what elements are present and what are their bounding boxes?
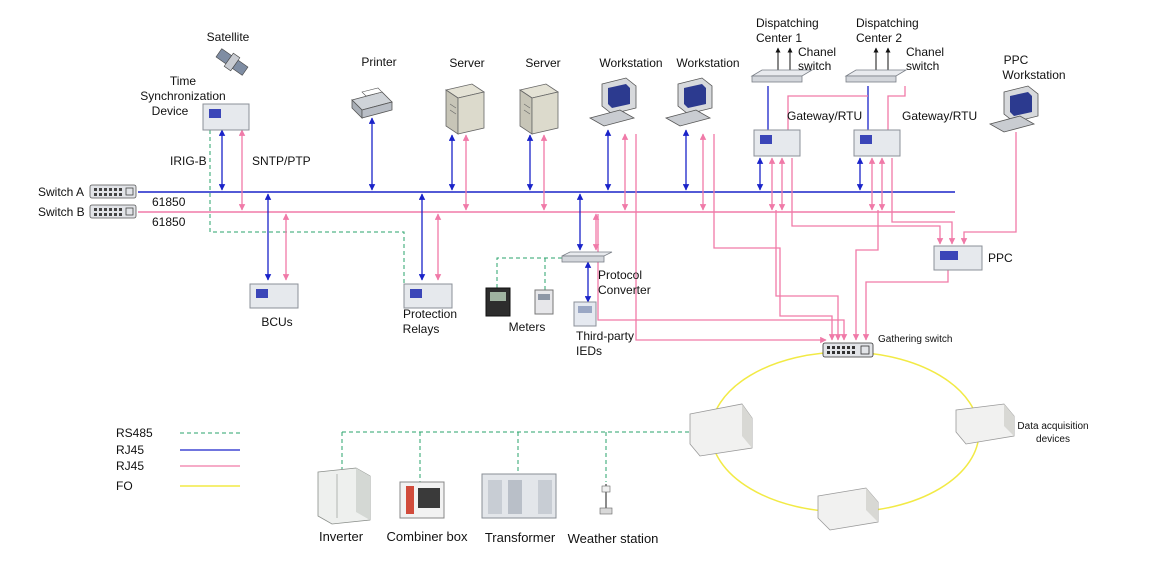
net-a-label: 61850 xyxy=(152,195,186,209)
data-acq-label-2: devices xyxy=(1036,434,1070,445)
protocol-label-2: Converter xyxy=(598,283,651,297)
meter2-icon xyxy=(534,289,554,315)
ppc-ws-label-2: Workstation xyxy=(1002,68,1066,82)
switch-b-icon xyxy=(89,204,137,219)
link-bus-gather xyxy=(597,214,848,341)
rj45-b-links xyxy=(238,86,1017,344)
ppc-workstation-icon xyxy=(988,85,1039,133)
link-gw2-dispatch1 xyxy=(887,86,906,130)
chanel1-label-1: Chanel xyxy=(798,45,837,59)
protection-relay-icon xyxy=(403,283,453,309)
legend xyxy=(180,432,240,487)
dispatch2-label-2: Center 2 xyxy=(856,31,903,45)
gathering-switch-icon xyxy=(822,342,874,358)
third-party-ied-icon xyxy=(573,301,597,327)
weather-station-icon xyxy=(599,484,613,515)
chanel1-label-2: switch xyxy=(798,59,832,73)
legend-rj45-blue-label: RJ45 xyxy=(116,443,145,457)
switch-a-icon xyxy=(89,184,137,199)
switch-a-label: Switch A xyxy=(38,185,85,199)
third-party-label-1: Third-party xyxy=(576,329,635,343)
legend-rs485-label: RS485 xyxy=(116,426,153,440)
chanel-switch1-icon xyxy=(750,69,814,83)
time-sync-label-2: Synchronization xyxy=(140,89,226,103)
rs485-meters-link xyxy=(496,257,562,288)
net-b-label: 61850 xyxy=(152,215,186,229)
satellite-label: Satellite xyxy=(206,30,250,44)
server1-label: Server xyxy=(449,56,485,70)
chanel-switch2-icon xyxy=(844,69,908,83)
protection-label-1: Protection xyxy=(402,307,458,321)
bcus-label: BCUs xyxy=(261,315,293,329)
inverter-icon xyxy=(317,467,371,525)
server1-icon xyxy=(445,83,485,135)
ppc-icon xyxy=(933,245,983,271)
gateway2-label: Gateway/RTU xyxy=(902,109,978,123)
workstation1-icon xyxy=(588,77,637,127)
meters-label: Meters xyxy=(508,320,546,334)
rs485-timesync-to-relays xyxy=(209,130,405,290)
workstation2-icon xyxy=(664,77,713,127)
server2-label: Server xyxy=(525,56,561,70)
dispatch2-label-1: Dispatching xyxy=(856,16,919,30)
protection-label-2: Relays xyxy=(402,322,440,336)
link-ppcws-ppc xyxy=(960,132,1017,245)
ppc-label: PPC xyxy=(988,251,1013,265)
protocol-label-1: Protocol xyxy=(598,268,643,282)
third-party-label-2: IEDs xyxy=(576,344,603,358)
dispatch1-label-1: Dispatching xyxy=(756,16,819,30)
rj45-a-links xyxy=(218,86,869,303)
chanel2-label-2: switch xyxy=(906,59,940,73)
inverter-label: Inverter xyxy=(318,529,364,544)
meter1-icon xyxy=(485,287,511,317)
data-acquisition-device2-icon xyxy=(955,403,1015,445)
time-sync-device-icon xyxy=(202,103,250,131)
link-gw1-ppc xyxy=(791,158,944,245)
printer-label: Printer xyxy=(361,55,397,69)
gateway1-icon xyxy=(753,129,801,157)
server2-icon xyxy=(519,83,559,135)
link-gw1-gather xyxy=(775,210,842,341)
data-acquisition-device1-icon xyxy=(689,403,753,457)
link-gw2-ppc xyxy=(891,158,956,245)
protocol-converter-icon xyxy=(561,251,613,263)
rs485-links xyxy=(209,130,695,482)
weather-label: Weather station xyxy=(567,531,659,546)
satellite-icon xyxy=(215,48,249,76)
bcu-icon xyxy=(249,283,299,309)
link-ws1-gather xyxy=(635,134,827,344)
link-ppc-gather xyxy=(862,270,949,341)
combiner-box-icon xyxy=(399,481,445,519)
data-acquisition-device3-icon xyxy=(817,487,879,531)
ppc-ws-label-1: PPC xyxy=(1003,53,1029,67)
transformer-label: Transformer xyxy=(484,530,556,545)
combiner-label: Combiner box xyxy=(386,529,468,544)
printer-icon xyxy=(351,87,393,119)
link-gw2-gather xyxy=(852,210,879,341)
time-sync-label-1: Time xyxy=(169,74,197,88)
irig-label: IRIG-B xyxy=(170,154,207,168)
legend-fo-label: FO xyxy=(116,479,133,493)
data-acq-label-1: Data acquisition xyxy=(1017,421,1089,432)
gateway2-icon xyxy=(853,129,901,157)
sntp-label: SNTP/PTP xyxy=(252,154,311,168)
link-ws2-gather xyxy=(713,134,836,341)
time-sync-label-3: Device xyxy=(151,104,189,118)
gateway1-label: Gateway/RTU xyxy=(787,109,863,123)
dispatch1-label-2: Center 1 xyxy=(756,31,803,45)
workstation2-label: Workstation xyxy=(676,56,740,70)
chanel2-label-1: Chanel xyxy=(906,45,945,59)
transformer-icon xyxy=(481,473,557,519)
bus-lines xyxy=(138,191,955,213)
workstation1-label: Workstation xyxy=(599,56,663,70)
link-gw1-dispatch2 xyxy=(787,95,868,130)
legend-rj45-pink-label: RJ45 xyxy=(116,459,145,473)
gathering-switch-label: Gathering switch xyxy=(878,334,953,345)
switch-b-label: Switch B xyxy=(38,205,85,219)
